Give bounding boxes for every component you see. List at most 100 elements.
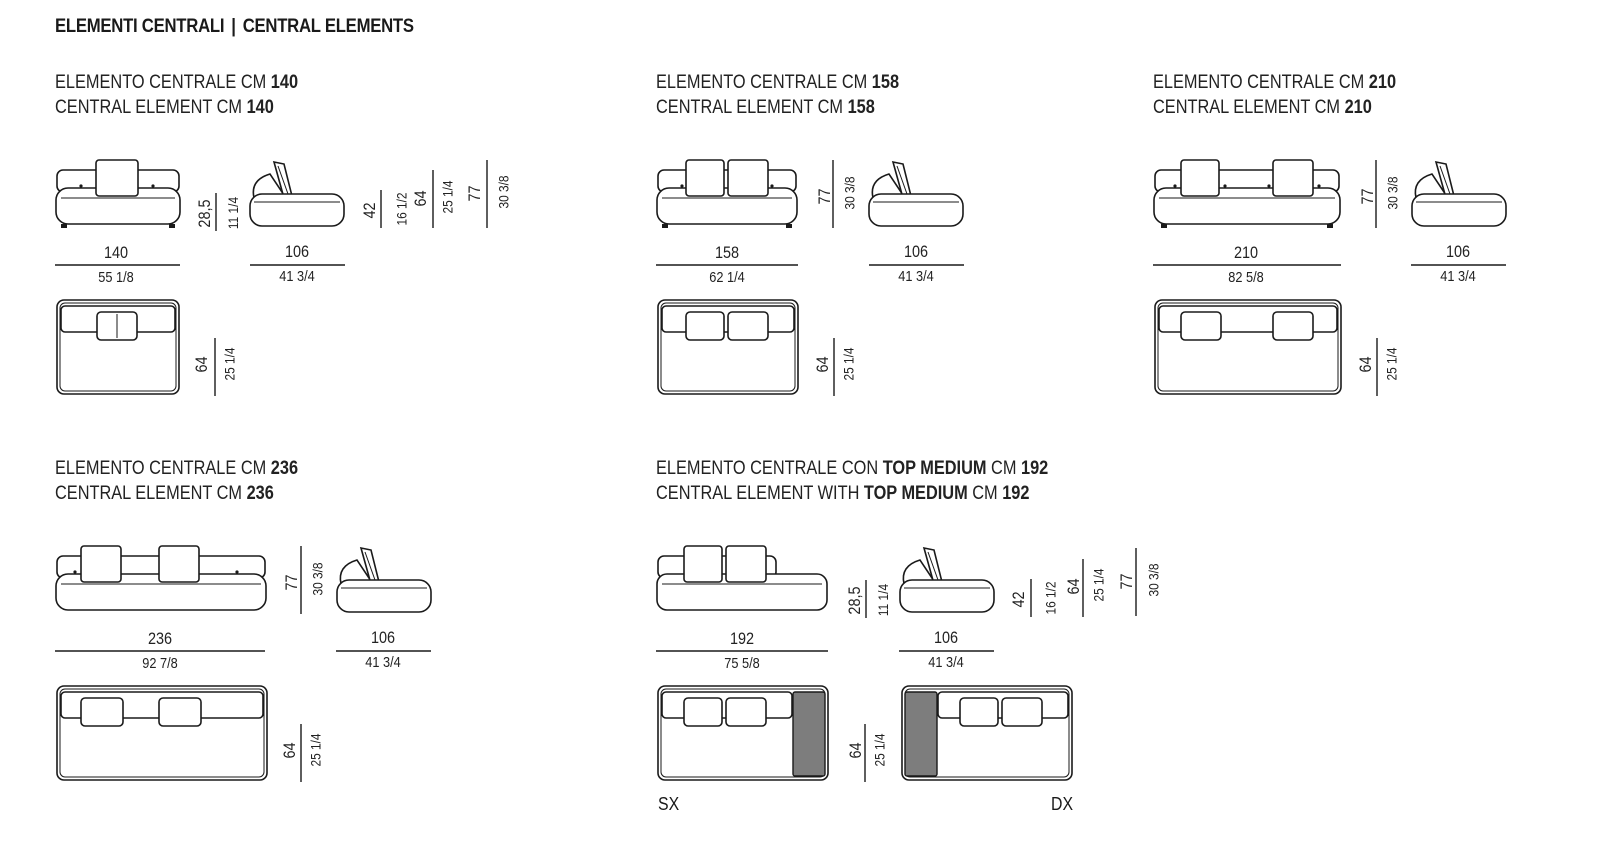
element-192-title: ELEMENTO CENTRALE CON TOP MEDIUM CM 192 … bbox=[656, 456, 1048, 506]
element-140-seat-height-cm: 42 bbox=[359, 202, 379, 219]
element-192-arm-height-cm: 64 bbox=[1063, 578, 1083, 595]
element-236-back-height-cm: 77 bbox=[281, 574, 301, 591]
element-192-seat-height-line bbox=[1030, 579, 1032, 617]
element-140-depth-line bbox=[250, 264, 345, 266]
title-italian: ELEMENTI CENTRALI bbox=[55, 16, 225, 37]
element-210-title-it: ELEMENTO CENTRALE CM 210 bbox=[1153, 72, 1397, 93]
element-236-plan-depth-in: 25 1/4 bbox=[307, 733, 324, 767]
element-192-back-height-in: 30 3/8 bbox=[1145, 563, 1162, 597]
element-158-back-height-line bbox=[832, 160, 834, 228]
element-236-back-height-in: 30 3/8 bbox=[309, 562, 326, 596]
element-210-plan-depth-cm: 64 bbox=[1355, 356, 1375, 373]
element-210-depth-cm: 106 bbox=[1445, 242, 1471, 261]
element-158-front-view bbox=[656, 159, 798, 228]
element-192-back-height-cm: 77 bbox=[1116, 573, 1136, 590]
element-140-front-height-in: 11 1/4 bbox=[224, 196, 241, 230]
element-236-plan-view bbox=[56, 685, 268, 781]
element-236-side-view bbox=[336, 546, 432, 613]
element-210-side-view bbox=[1411, 160, 1507, 227]
element-158-plan-depth-cm: 64 bbox=[812, 356, 832, 373]
element-192-arm-height-in: 25 1/4 bbox=[1090, 568, 1107, 602]
element-192-depth-in: 41 3/4 bbox=[928, 654, 964, 671]
element-236-depth-in: 41 3/4 bbox=[365, 654, 401, 671]
element-140-back-height-cm: 77 bbox=[464, 185, 484, 202]
element-140-width-line bbox=[55, 264, 180, 266]
element-140-depth-cm: 106 bbox=[284, 242, 310, 261]
element-158-depth-line bbox=[869, 264, 964, 266]
element-236-plan-depth-line bbox=[300, 724, 302, 782]
element-192-front-height-in: 11 1/4 bbox=[874, 583, 891, 617]
element-192-title-it: ELEMENTO CENTRALE CON TOP MEDIUM CM 192 bbox=[656, 458, 1049, 479]
element-140-side-view bbox=[249, 160, 345, 227]
element-158-title-it: ELEMENTO CENTRALE CM 158 bbox=[656, 72, 900, 93]
element-140-front-height-line bbox=[215, 193, 217, 231]
element-158-title-en: CENTRAL ELEMENT CM 158 bbox=[656, 97, 875, 118]
element-210-title-en: CENTRAL ELEMENT CM 210 bbox=[1153, 97, 1372, 118]
element-210-width-cm: 210 bbox=[1233, 243, 1259, 262]
element-158-depth-cm: 106 bbox=[903, 242, 929, 261]
element-158-plan-view bbox=[657, 299, 799, 395]
element-210-back-height-cm: 77 bbox=[1357, 188, 1377, 205]
title-english: CENTRAL ELEMENTS bbox=[242, 16, 414, 37]
element-236-front-view bbox=[55, 545, 267, 611]
element-236-width-in: 92 7/8 bbox=[142, 655, 178, 672]
element-236-title-en: CENTRAL ELEMENT CM 236 bbox=[55, 483, 274, 504]
element-210-depth-line bbox=[1411, 264, 1506, 266]
element-158-back-height-cm: 77 bbox=[814, 188, 834, 205]
element-192-dx-label: DX bbox=[1051, 794, 1074, 814]
element-210-depth-in: 41 3/4 bbox=[1440, 268, 1476, 285]
element-192-front-height-cm: 28,5 bbox=[845, 586, 865, 615]
element-210-width-in: 82 5/8 bbox=[1228, 269, 1264, 286]
element-192-depth-line bbox=[899, 650, 994, 652]
element-192-plan-depth-cm: 64 bbox=[845, 742, 865, 759]
element-210-plan-depth-line bbox=[1376, 338, 1378, 396]
element-192-depth-cm: 106 bbox=[933, 628, 959, 647]
element-192-seat-height-cm: 42 bbox=[1008, 591, 1028, 608]
element-236-width-line bbox=[55, 650, 265, 652]
element-158-width-line bbox=[656, 264, 798, 266]
element-210-back-height-line bbox=[1375, 160, 1377, 228]
element-140-depth-in: 41 3/4 bbox=[279, 268, 315, 285]
element-192-arm-height-line bbox=[1082, 559, 1084, 617]
element-140-title: ELEMENTO CENTRALE CM 140 CENTRAL ELEMENT… bbox=[55, 70, 298, 120]
element-210-plan-depth-in: 25 1/4 bbox=[1383, 347, 1400, 381]
element-192-title-en: CENTRAL ELEMENT WITH TOP MEDIUM CM 192 bbox=[656, 483, 1030, 504]
element-210-width-line bbox=[1153, 264, 1341, 266]
element-192-side-view bbox=[899, 546, 995, 613]
element-192-width-line bbox=[656, 650, 828, 652]
element-158-side-view bbox=[868, 160, 964, 227]
element-140-title-it: ELEMENTO CENTRALE CM 140 bbox=[55, 72, 299, 93]
element-140-arm-height-in: 25 1/4 bbox=[439, 180, 456, 214]
element-158-width-cm: 158 bbox=[714, 243, 740, 262]
element-140-front-view bbox=[55, 159, 181, 228]
element-140-plan-depth-in: 25 1/4 bbox=[221, 347, 238, 381]
title-separator: | bbox=[231, 16, 236, 37]
element-140-plan-depth-line bbox=[214, 338, 216, 396]
element-236-title: ELEMENTO CENTRALE CM 236 CENTRAL ELEMENT… bbox=[55, 456, 298, 506]
element-210-front-view bbox=[1153, 159, 1341, 228]
element-140-title-en: CENTRAL ELEMENT CM 140 bbox=[55, 97, 274, 118]
element-140-back-height-line bbox=[486, 160, 488, 228]
element-192-width-in: 75 5/8 bbox=[724, 655, 760, 672]
element-158-back-height-in: 30 3/8 bbox=[841, 176, 858, 210]
element-140-plan-view bbox=[56, 299, 180, 395]
element-140-seat-height-line bbox=[380, 190, 382, 228]
element-158-plan-depth-in: 25 1/4 bbox=[840, 347, 857, 381]
element-236-width-cm: 236 bbox=[147, 629, 173, 648]
element-192-seat-height-in: 16 1/2 bbox=[1042, 581, 1059, 615]
element-192-plan-view-sx bbox=[657, 685, 829, 781]
element-140-plan-depth-cm: 64 bbox=[191, 356, 211, 373]
element-192-front-height-line bbox=[865, 580, 867, 618]
element-158-depth-in: 41 3/4 bbox=[898, 268, 934, 285]
element-210-plan-view bbox=[1154, 299, 1342, 395]
element-192-width-cm: 192 bbox=[729, 629, 755, 648]
element-236-plan-depth-cm: 64 bbox=[279, 742, 299, 759]
element-192-sx-label: SX bbox=[658, 794, 680, 814]
element-210-title: ELEMENTO CENTRALE CM 210 CENTRAL ELEMENT… bbox=[1153, 70, 1396, 120]
element-158-width-in: 62 1/4 bbox=[709, 269, 745, 286]
element-210-back-height-in: 30 3/8 bbox=[1384, 176, 1401, 210]
element-192-front-view bbox=[656, 545, 828, 611]
element-192-plan-depth-line bbox=[864, 724, 866, 782]
element-140-arm-height-line bbox=[432, 170, 434, 228]
element-192-plan-view-dx bbox=[901, 685, 1073, 781]
